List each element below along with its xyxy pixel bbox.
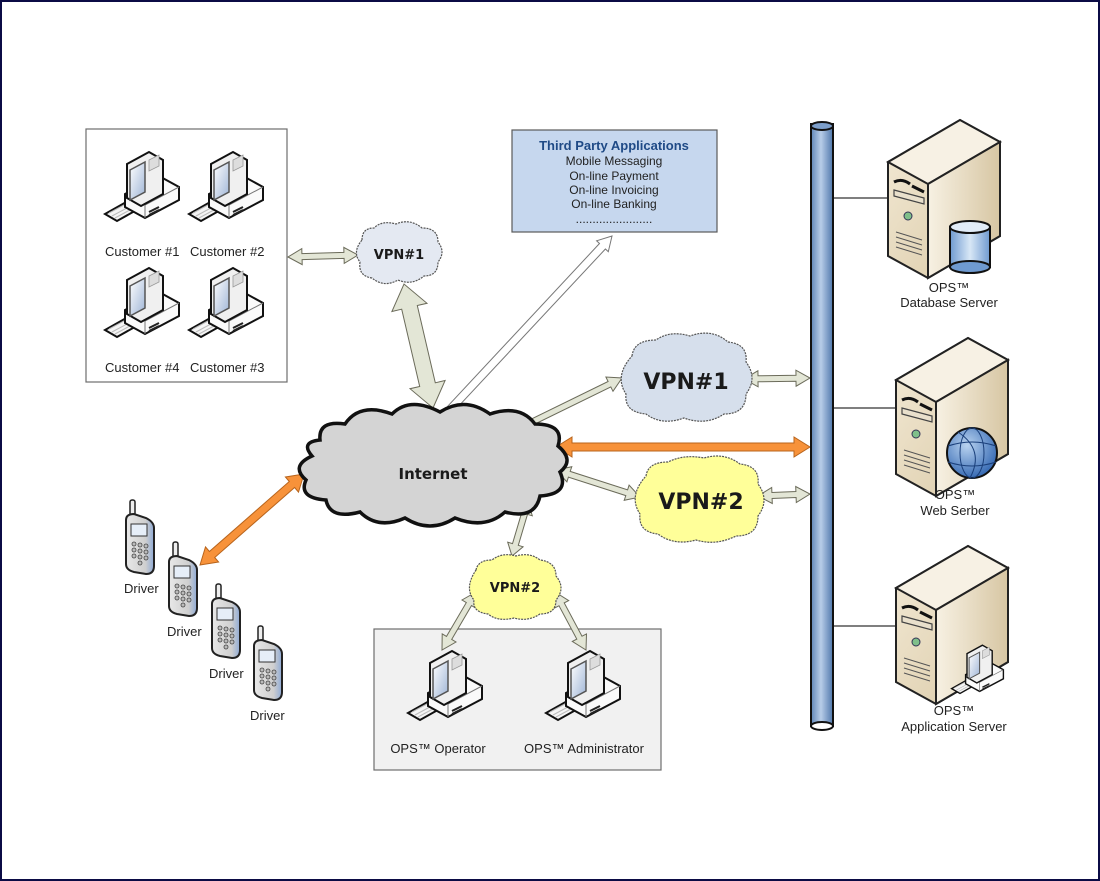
customer-4-label: Customer #4 bbox=[105, 360, 179, 375]
backbone-group bbox=[810, 121, 896, 731]
vpn-staff-label: VPN#2 bbox=[490, 581, 540, 596]
vpn1-server-label: VPN#1 bbox=[643, 370, 728, 395]
database-icon bbox=[949, 220, 991, 274]
drivers-group: Driver Driver Driver Driver bbox=[124, 499, 285, 723]
driver-phone-icon[interactable] bbox=[253, 625, 283, 701]
vpn-customer-cloud-shape bbox=[355, 221, 443, 285]
customers-vpn1-link bbox=[286, 246, 360, 266]
web-server-label-line2: Web Serber bbox=[920, 503, 990, 518]
application-server[interactable]: OPS™ Application Server bbox=[894, 544, 1010, 734]
vpn1-internet-link bbox=[391, 283, 446, 409]
application-server-label-line1: OPS™ bbox=[934, 703, 974, 718]
internet-vpn2-server-link bbox=[555, 466, 641, 501]
third-party-item: On-line Banking bbox=[571, 197, 656, 211]
globe-icon bbox=[946, 427, 998, 479]
internet-drivers-orange-link bbox=[199, 473, 305, 566]
vpn2-backbone-link bbox=[756, 485, 812, 505]
driver-phone-icon[interactable] bbox=[211, 583, 241, 659]
customer-3-label: Customer #3 bbox=[190, 360, 264, 375]
third-party-item: Mobile Messaging bbox=[566, 154, 663, 168]
internet-third-party-link bbox=[440, 235, 613, 420]
internet-cloud-shape bbox=[297, 402, 569, 528]
links-group bbox=[199, 235, 812, 651]
driver-phone-icon[interactable] bbox=[125, 499, 155, 575]
application-server-label-line2: Application Server bbox=[901, 719, 1007, 734]
web-server[interactable]: OPS™ Web Serber bbox=[894, 336, 1010, 518]
customer-2-label: Customer #2 bbox=[190, 244, 264, 259]
operator-label: OPS™ Operator bbox=[390, 741, 486, 756]
vpn-customer-cloud[interactable]: VPN#1 bbox=[355, 221, 443, 285]
vpn-staff-cloud-shape bbox=[468, 554, 562, 620]
driver-phone-icon[interactable] bbox=[168, 541, 198, 617]
third-party-item: On-line Invoicing bbox=[569, 183, 658, 197]
vpn2-administrator-link bbox=[553, 591, 588, 651]
third-party-item: On-line Payment bbox=[569, 169, 659, 183]
administrator-label: OPS™ Administrator bbox=[524, 741, 645, 756]
third-party-item: ....................... bbox=[576, 212, 653, 226]
customers-group: Customer #1 Customer #2 Customer #4 Cust… bbox=[85, 128, 288, 383]
internet-label: Internet bbox=[398, 465, 467, 483]
driver-label: Driver bbox=[209, 666, 244, 681]
third-party-title: Third Party Applications bbox=[539, 138, 689, 153]
server-tower-icon bbox=[894, 336, 1010, 498]
staff-group: OPS™ Operator OPS™ Administrator bbox=[373, 628, 662, 771]
driver-label: Driver bbox=[250, 708, 285, 723]
third-party-group: Third Party Applications Mobile Messagin… bbox=[511, 129, 718, 233]
web-server-label-line1: OPS™ bbox=[935, 487, 975, 502]
driver-label: Driver bbox=[167, 624, 202, 639]
driver-label: Driver bbox=[124, 581, 159, 596]
customers-box bbox=[85, 128, 288, 383]
vpn1-server-cloud[interactable]: VPN#1 bbox=[620, 332, 753, 422]
vpn2-operator-link bbox=[441, 591, 477, 651]
vpn-customer-label: VPN#1 bbox=[374, 248, 424, 263]
database-server[interactable]: OPS™ Database Server bbox=[886, 118, 1002, 310]
vpn2-server-cloud[interactable]: VPN#2 bbox=[634, 455, 765, 543]
internet-backbone-orange-link bbox=[555, 436, 811, 458]
vpn1-server-cloud-shape bbox=[620, 332, 753, 422]
database-server-label-line2: Database Server bbox=[900, 295, 998, 310]
backbone-pipe-bottom bbox=[810, 721, 834, 731]
vpn2-server-cloud-shape bbox=[634, 455, 765, 543]
internet-cloud[interactable]: Internet bbox=[297, 402, 569, 528]
vpn-staff-cloud[interactable]: VPN#2 bbox=[468, 554, 562, 620]
vpn1-backbone-link bbox=[742, 369, 812, 388]
database-server-label-line1: OPS™ bbox=[929, 280, 969, 295]
customer-1-label: Customer #1 bbox=[105, 244, 179, 259]
third-party-box bbox=[511, 129, 718, 233]
backbone-pipe-top bbox=[810, 121, 834, 131]
backbone-pipe bbox=[810, 123, 834, 727]
vpn2-server-label: VPN#2 bbox=[658, 490, 743, 515]
